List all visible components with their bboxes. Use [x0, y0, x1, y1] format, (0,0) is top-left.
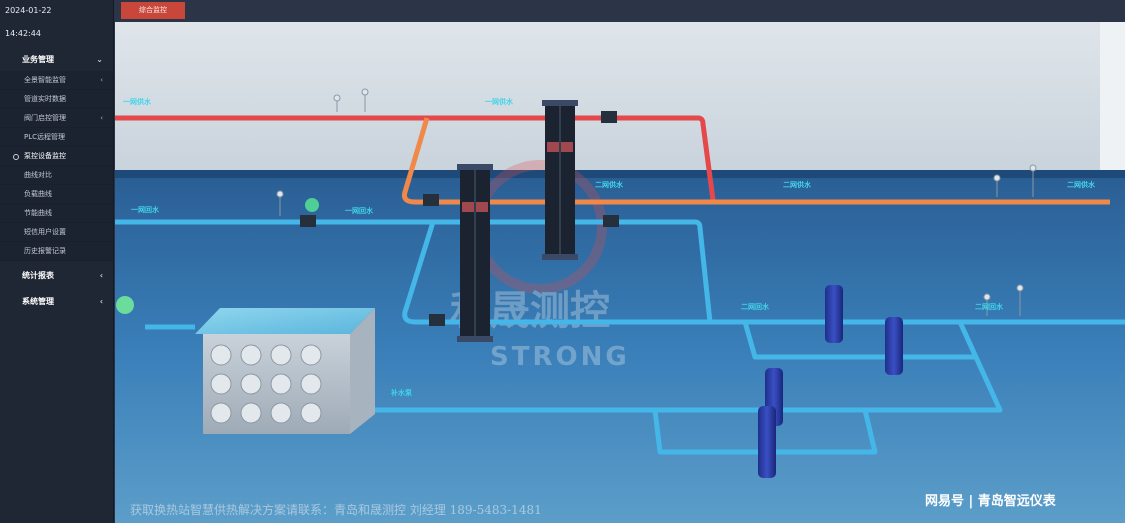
- label-secondary-return: 二网回水: [975, 302, 1004, 311]
- pressure-gauge-icon: [276, 88, 1037, 316]
- sidebar-item-label: 节能曲线: [24, 209, 52, 217]
- actuator-valve-icon: [116, 296, 134, 314]
- sidebar-item-pump-monitor[interactable]: 泵控设备监控: [0, 147, 113, 166]
- menu-group-label: 系统管理: [22, 297, 54, 306]
- top-bar: 综合监控: [115, 0, 1125, 22]
- chevron-left-icon: ‹: [99, 271, 103, 280]
- label-secondary-return: 二网回水: [741, 302, 770, 311]
- chevron-left-icon: ‹: [100, 76, 103, 84]
- valve-icon: [300, 111, 619, 326]
- sidebar-item-label: 管道实时数据: [24, 95, 66, 103]
- label-primary-return: 一网回水: [345, 206, 374, 215]
- sidebar-item-valve-control[interactable]: 阀门启控管理 ‹: [0, 109, 113, 128]
- sidebar-item-panorama[interactable]: 全景智能监管 ‹: [0, 71, 113, 90]
- sidebar-item-load-curve[interactable]: 负载曲线: [0, 185, 113, 204]
- right-wall: [1100, 22, 1125, 202]
- chevron-left-icon: ‹: [100, 114, 103, 122]
- label-secondary-supply: 二网供水: [1067, 180, 1096, 189]
- heat-exchange-station-scene: 和晟测控 STRONG: [115, 22, 1125, 523]
- wall-baseboard: [115, 170, 1125, 178]
- sidebar-item-alarm-history[interactable]: 历史报警记录: [0, 242, 113, 261]
- back-wall: [115, 22, 1125, 172]
- sidebar-item-plc[interactable]: PLC远程管理: [0, 128, 113, 147]
- primary-return-pipe: [402, 117, 1110, 205]
- sidebar-item-label: 负载曲线: [24, 190, 52, 198]
- sidebar-item-label: 短信用户设置: [24, 228, 66, 236]
- sidebar-item-label: 历史报警记录: [24, 247, 66, 255]
- sidebar-item-sms-users[interactable]: 短信用户设置: [0, 223, 113, 242]
- sidebar-item-pipeline-data[interactable]: 管道实时数据: [0, 90, 113, 109]
- overview-button[interactable]: 综合监控: [121, 2, 185, 19]
- active-dot-icon: [13, 154, 19, 160]
- label-primary-return: 一网回水: [131, 205, 160, 214]
- sidebar-item-label: 曲线对比: [24, 171, 52, 179]
- sidebar-item-energy-curve[interactable]: 节能曲线: [0, 204, 113, 223]
- water-tank: [195, 308, 375, 434]
- watermark-brand-en: STRONG: [490, 342, 630, 372]
- footer-contact: 获取换热站智慧供热解决方案请联系：青岛和晟测控 刘经理 189-5483-148…: [130, 502, 542, 517]
- menu-group-system[interactable]: 系统管理 ‹: [0, 291, 113, 313]
- source-tag: 网易号 | 青岛智远仪表: [925, 493, 1057, 509]
- chevron-left-icon: ‹: [99, 297, 103, 306]
- sidebar-item-label: PLC远程管理: [24, 133, 66, 141]
- label-makeup-water: 补水泵: [390, 388, 412, 397]
- plate-heat-exchanger-front: [457, 164, 493, 342]
- menu-group-label: 统计报表: [22, 271, 54, 280]
- sidebar-item-curve-compare[interactable]: 曲线对比: [0, 166, 113, 185]
- label-secondary-supply: 二网供水: [595, 180, 624, 189]
- label-primary-supply: 一网供水: [123, 97, 152, 106]
- label-secondary-supply: 二网供水: [783, 180, 812, 189]
- menu-group-business[interactable]: 业务管理 ⌄: [0, 49, 113, 71]
- sidebar-item-label: 全景智能监管: [24, 76, 66, 84]
- menu-group-label: 业务管理: [22, 55, 54, 64]
- actuator-valve-icon: [305, 198, 319, 212]
- label-primary-supply: 一网供水: [485, 97, 514, 106]
- date-display: 2024-01-22: [5, 6, 52, 15]
- plate-heat-exchanger-back: [542, 100, 578, 260]
- primary-hot-pipe: [115, 115, 716, 203]
- chevron-down-icon: ⌄: [96, 55, 103, 64]
- pump-icon: [758, 285, 903, 478]
- menu-group-reports[interactable]: 统计报表 ‹: [0, 265, 113, 287]
- sidebar: 2024-01-22 14:42:44 业务管理 ⌄ 全景智能监管 ‹ 管道实时…: [0, 0, 114, 523]
- sidebar-item-label: 泵控设备监控: [24, 152, 66, 160]
- time-display: 14:42:44: [5, 29, 41, 38]
- sidebar-item-label: 阀门启控管理: [24, 114, 66, 122]
